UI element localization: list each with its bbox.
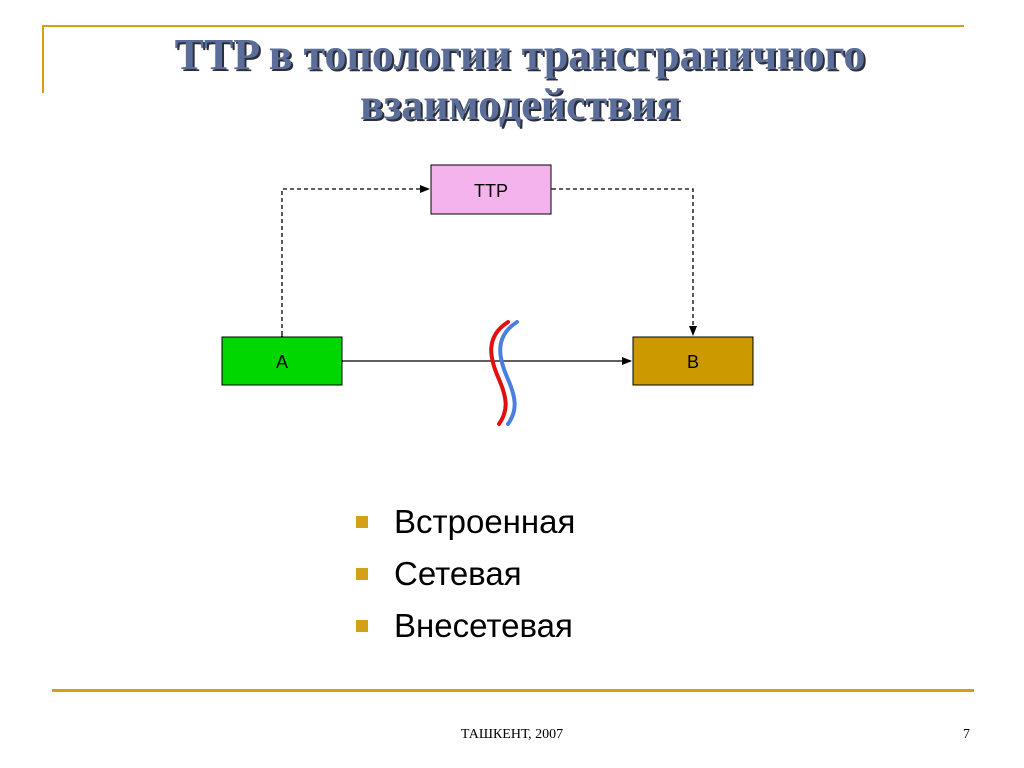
square-bullet-icon [356,620,368,632]
ttp-box: ТТР [430,164,552,215]
frame-top-line [42,25,964,27]
footer-text: ТАШКЕНТ, 2007 [460,727,564,742]
dashed-link-ttp-b [543,185,697,336]
frame-left-line [42,27,44,93]
square-bullet-icon [356,568,368,580]
page-number: 7 [963,727,970,742]
node-b-label: B [687,352,699,372]
bullet-list: Встроенная Сетевая Внесетевая [352,496,575,652]
bullet-item: Внесетевая [352,600,575,652]
border-line-red [489,320,510,426]
node-b-box: B [632,336,754,386]
ttp-box-label: ТТР [474,181,508,201]
slide-title: TTP в топологии трансграничного взаимоде… [174,30,866,129]
footer-line [52,689,974,692]
dashed-link-a-ttp [278,185,430,344]
node-a-label: A [276,352,288,372]
node-a-box: A [221,336,343,386]
bullet-item: Встроенная [352,496,575,548]
square-bullet-icon [356,516,368,528]
border-line-blue [498,320,519,426]
bullet-text: Встроенная [394,503,576,540]
bullet-text: Сетевая [394,555,522,592]
bullet-item: Сетевая [352,548,575,600]
bullet-text: Внесетевая [394,607,573,644]
